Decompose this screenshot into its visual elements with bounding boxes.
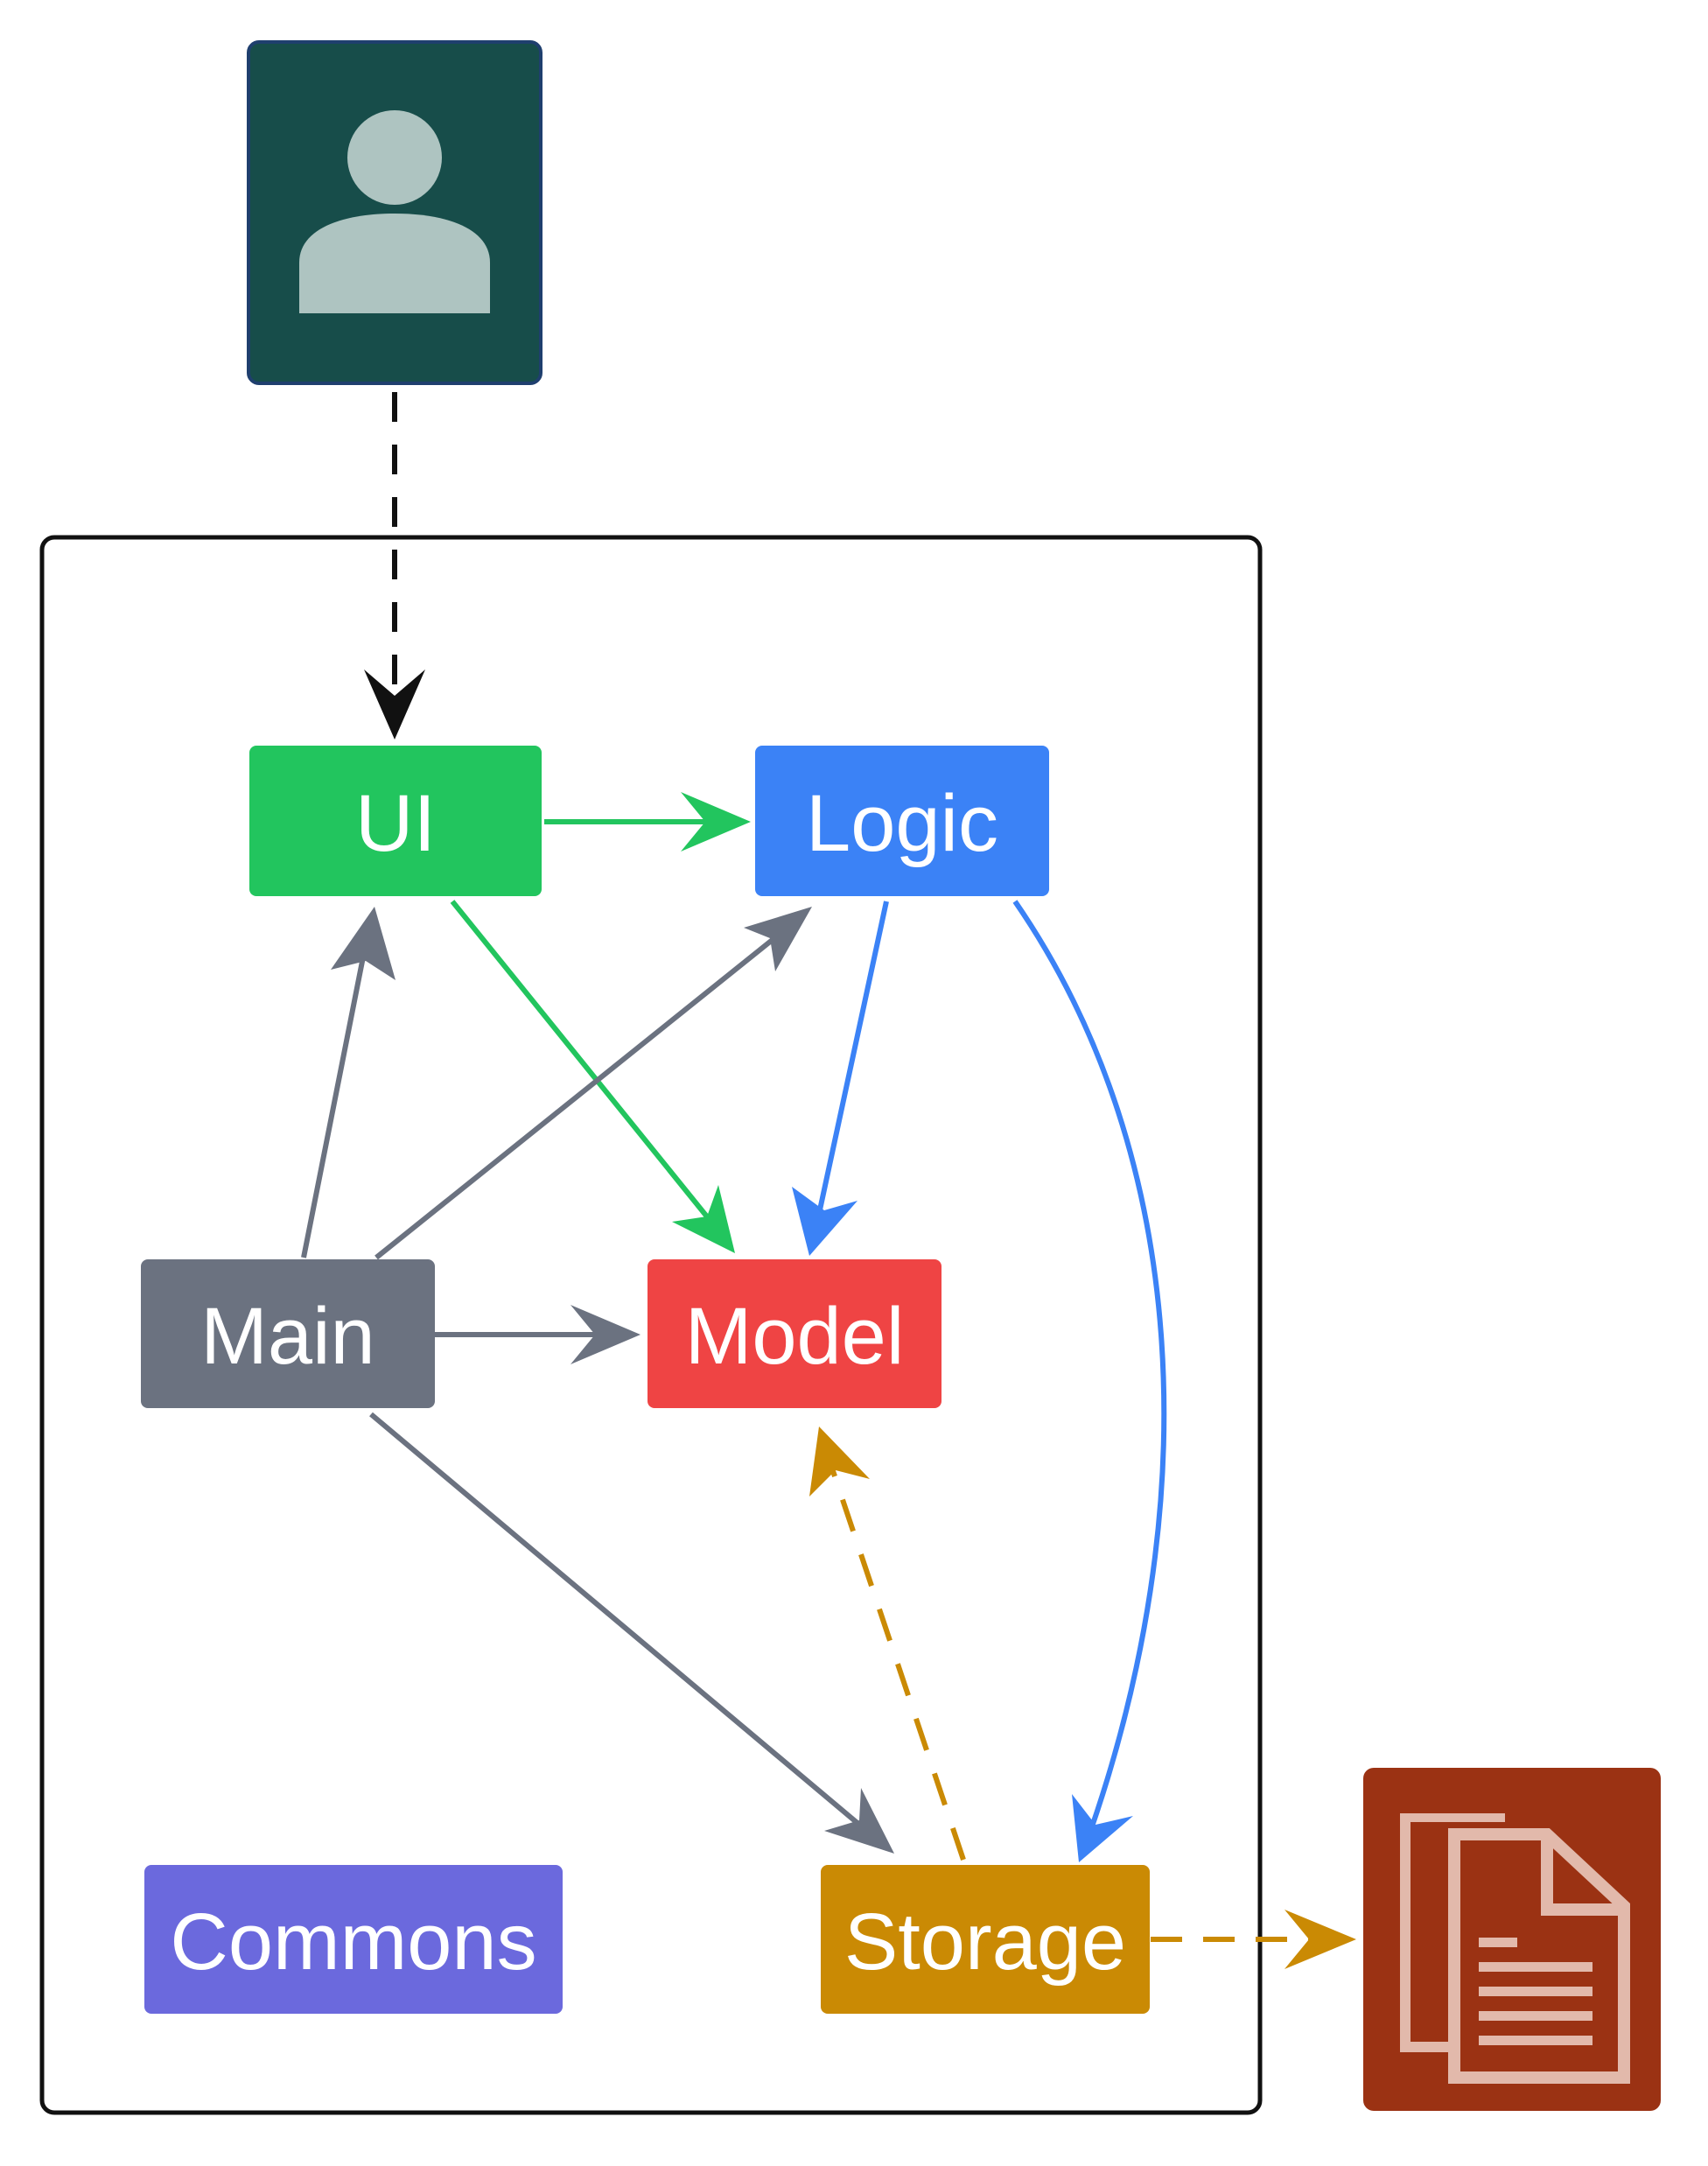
node-main: Main — [141, 1259, 435, 1408]
node-model: Model — [648, 1259, 942, 1408]
node-commons: Commons — [144, 1865, 563, 2014]
file-copy-icon — [1400, 1813, 1630, 2084]
edge-ui-to-model — [450, 900, 735, 1253]
edge-storage-to-model — [809, 1426, 966, 1861]
user-icon — [299, 110, 490, 313]
edge-ui-to-logic — [544, 792, 751, 852]
edge-main-to-ui — [301, 907, 396, 1258]
node-model-label: Model — [685, 1292, 905, 1381]
node-storage-label: Storage — [844, 1897, 1126, 1987]
node-ui-label: UI — [355, 779, 436, 868]
application-boundary — [39, 535, 1263, 2115]
node-commons-label: Commons — [170, 1897, 536, 1987]
file-storage — [1363, 1768, 1661, 2111]
edge-user-to-ui — [364, 392, 425, 740]
node-main-label: Main — [200, 1292, 374, 1381]
edge-storage-to-file — [1151, 1910, 1356, 1969]
edge-main-to-storage — [369, 1412, 894, 1854]
node-logic: Logic — [755, 746, 1049, 896]
edge-logic-to-model — [792, 901, 889, 1256]
node-ui: UI — [249, 746, 542, 896]
node-logic-label: Logic — [806, 779, 998, 868]
node-storage: Storage — [821, 1865, 1150, 2014]
actor-user — [247, 40, 542, 385]
edge-main-to-logic — [374, 907, 812, 1260]
edge-main-to-model — [434, 1305, 640, 1364]
edge-logic-to-storage — [1012, 900, 1167, 1862]
